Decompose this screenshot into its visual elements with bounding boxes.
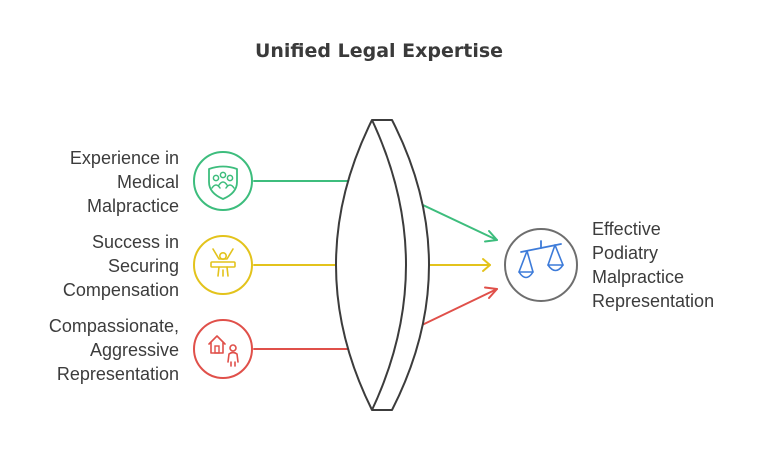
home-person-icon (193, 319, 253, 379)
scales-icon (504, 228, 578, 302)
success-person-icon (193, 235, 253, 295)
diagram-title: Unified Legal Expertise (254, 40, 504, 62)
lens (335, 119, 430, 411)
team-shield-icon (193, 151, 253, 211)
